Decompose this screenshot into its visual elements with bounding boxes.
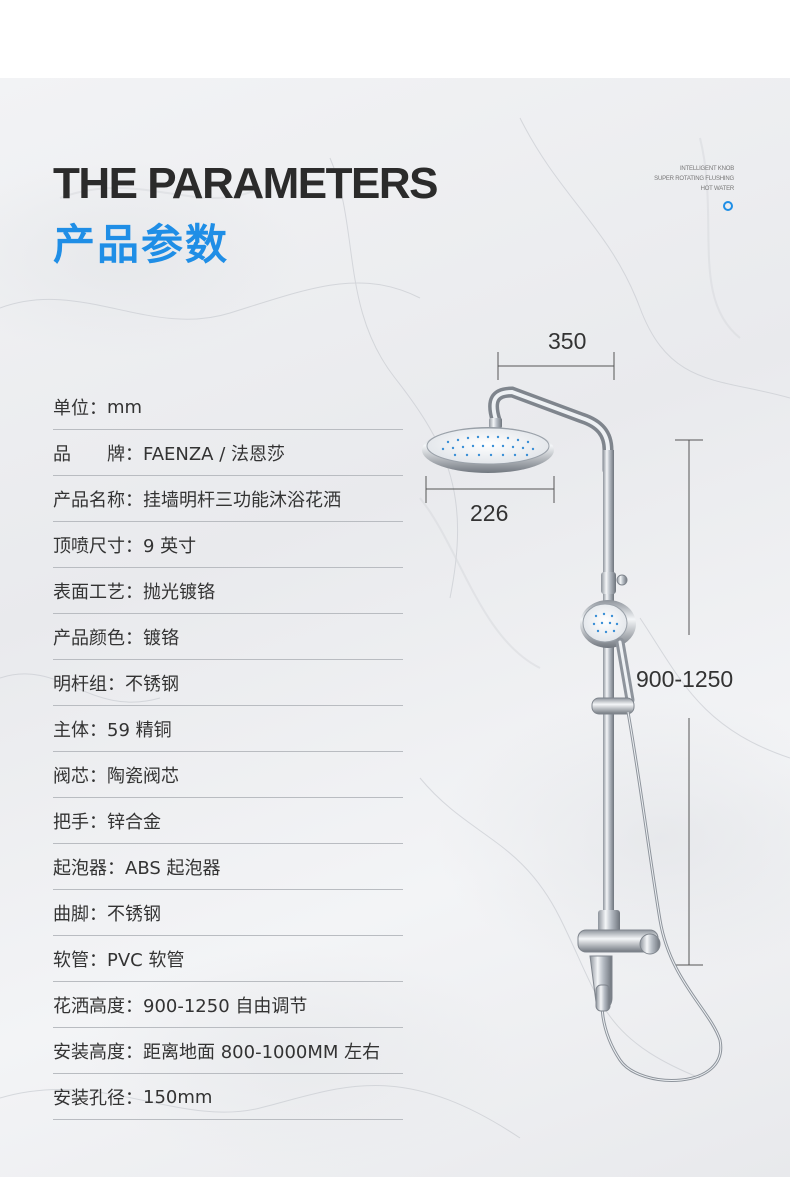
param-value: 陶瓷阀芯 [107, 766, 179, 787]
dimension-head-diameter [425, 476, 555, 503]
param-row-handle: 把手：锌合金 [53, 798, 403, 844]
page-title-cn: 产品参数 [53, 220, 230, 269]
param-value: 9 英寸 [143, 536, 197, 557]
param-row-hole-diameter: 安装孔径：150mm [53, 1074, 403, 1120]
param-label: 花洒高度： [53, 996, 143, 1017]
param-value: 不锈钢 [125, 674, 179, 695]
param-value: 150mm [143, 1086, 213, 1108]
param-label: 单位： [53, 398, 107, 419]
dim-head-diameter-label: 226 [470, 500, 509, 526]
param-label: 起泡器： [53, 858, 125, 879]
param-label: 产品颜色： [53, 628, 143, 649]
tagline-line-2: SUPER ROTATING FLUSHING [654, 176, 734, 182]
slide-bracket [591, 697, 635, 715]
param-label: 品 牌： [53, 444, 143, 465]
param-value: ABS 起泡器 [125, 858, 221, 879]
page-title-en: THE PARAMETERS [53, 159, 438, 208]
riser-joint [601, 572, 616, 594]
param-row-color: 产品颜色：镀铬 [53, 614, 403, 660]
param-label: 安装孔径： [53, 1088, 143, 1109]
param-value: 镀铬 [143, 628, 179, 649]
rain-shower-head [422, 427, 554, 473]
marble-background [0, 78, 790, 1177]
param-row-brand: 品 牌：FAENZA / 法恩莎 [53, 430, 403, 476]
knob-icon [616, 574, 628, 586]
param-row-unit: 单位：mm [53, 384, 403, 430]
param-value: PVC 软管 [107, 950, 185, 971]
param-label: 阀芯： [53, 766, 107, 787]
param-value: 抛光镀铬 [143, 582, 215, 603]
marble-veins [0, 117, 790, 1139]
param-value: 锌合金 [107, 812, 161, 833]
tagline-line-1: INTELLIGENT KNOB [679, 166, 734, 172]
param-row-product-name: 产品名称：挂墙明杆三功能沐浴花洒 [53, 476, 403, 522]
riser-pipe [603, 450, 614, 920]
param-row-riser: 明杆组：不锈钢 [53, 660, 403, 706]
dimension-arm-length [497, 352, 615, 380]
mixer-valve [577, 910, 661, 1012]
shower-hose [600, 711, 723, 1082]
param-value: FAENZA / 法恩莎 [143, 444, 286, 465]
param-value: mm [107, 396, 143, 418]
param-value: 900-1250 自由调节 [143, 996, 308, 1017]
parameter-list: 单位：mm 品 牌：FAENZA / 法恩莎 产品名称：挂墙明杆三功能沐浴花洒 … [53, 384, 403, 1120]
param-label: 安装高度： [53, 1042, 143, 1063]
param-label: 明杆组： [53, 674, 125, 695]
param-row-body: 主体：59 精铜 [53, 706, 403, 752]
ring-icon [723, 201, 733, 211]
param-row-valve: 阀芯：陶瓷阀芯 [53, 752, 403, 798]
param-label: 软管： [53, 950, 107, 971]
param-label: 表面工艺： [53, 582, 143, 603]
param-label: 产品名称： [53, 490, 143, 511]
param-value: 挂墙明杆三功能沐浴花洒 [143, 490, 341, 511]
dim-arm-length-label: 350 [548, 328, 587, 354]
dimension-height-range [675, 439, 703, 966]
param-label: 曲脚： [53, 904, 107, 925]
tagline-line-3: HOT WATER [700, 186, 735, 192]
param-row-shower-height: 花洒高度：900-1250 自由调节 [53, 982, 403, 1028]
param-row-hose: 软管：PVC 软管 [53, 936, 403, 982]
param-row-finish: 表面工艺：抛光镀铬 [53, 568, 403, 614]
param-label: 主体： [53, 720, 107, 741]
shower-arm [488, 386, 614, 476]
param-row-elbow: 曲脚：不锈钢 [53, 890, 403, 936]
param-value: 不锈钢 [107, 904, 161, 925]
param-value: 距离地面 800-1000MM 左右 [143, 1042, 381, 1063]
hand-shower [580, 600, 636, 705]
dim-height-range-label: 900-1250 [636, 666, 734, 692]
param-value: 59 精铜 [107, 720, 172, 741]
param-label: 顶喷尺寸： [53, 536, 143, 557]
tagline: INTELLIGENT KNOB SUPER ROTATING FLUSHING… [654, 164, 734, 194]
param-row-head-size: 顶喷尺寸：9 英寸 [53, 522, 403, 568]
param-label: 把手： [53, 812, 107, 833]
param-row-aerator: 起泡器：ABS 起泡器 [53, 844, 403, 890]
param-row-install-height: 安装高度：距离地面 800-1000MM 左右 [53, 1028, 403, 1074]
